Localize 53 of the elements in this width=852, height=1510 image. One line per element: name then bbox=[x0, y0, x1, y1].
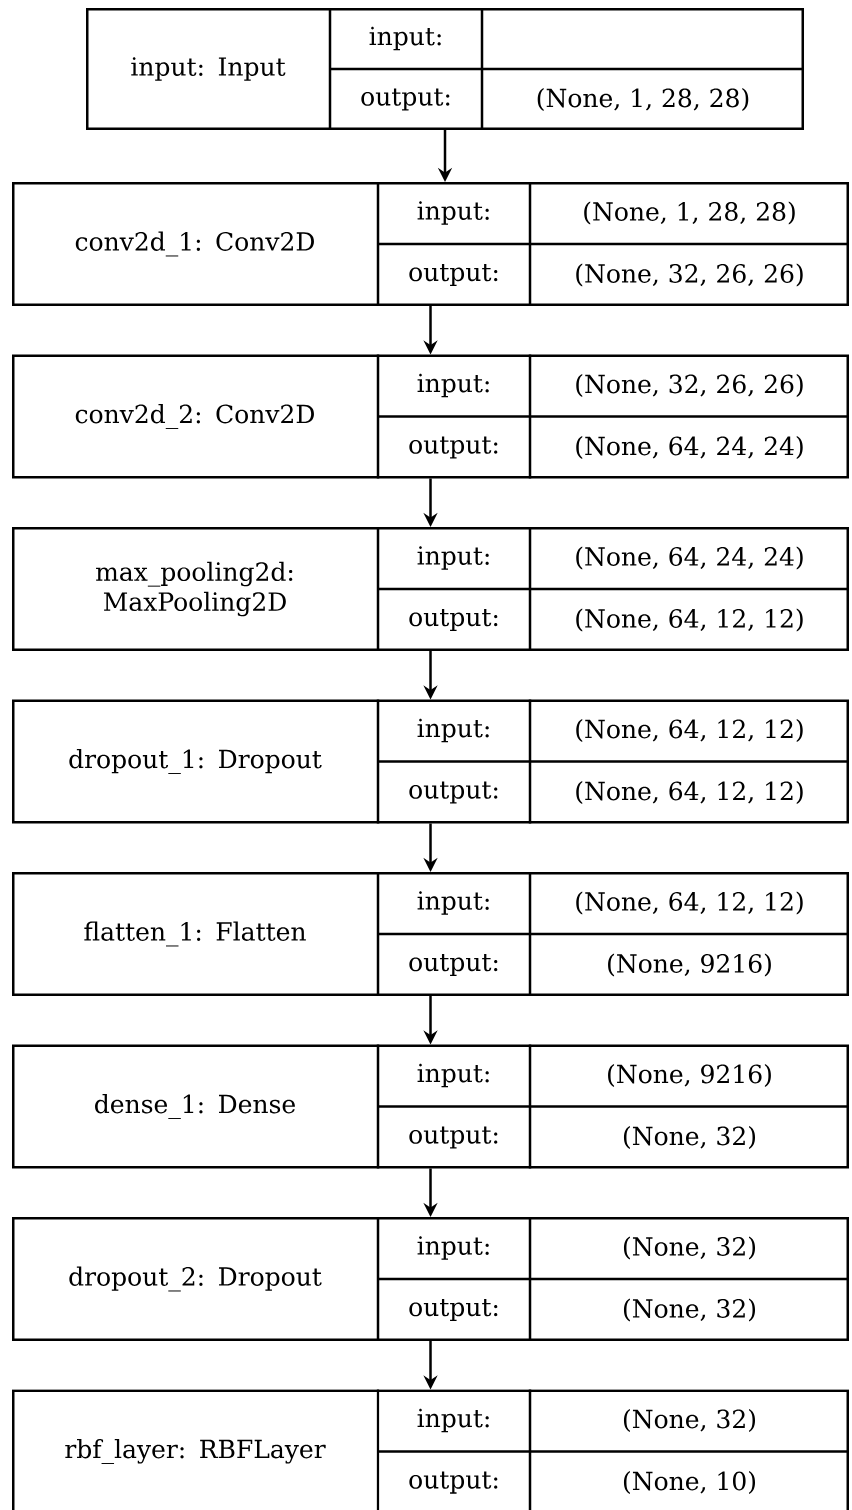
port-label: output: bbox=[409, 608, 498, 632]
layer-table bbox=[12, 1389, 849, 1510]
port-label: input: bbox=[417, 1063, 489, 1088]
shape-value: (None, 32, 26, 26) bbox=[576, 263, 803, 287]
port-label: output: bbox=[409, 1126, 498, 1149]
layer-name: flatten_1: Flatten bbox=[84, 921, 306, 947]
port-label: output: bbox=[409, 953, 498, 977]
port-label: input: bbox=[417, 201, 489, 225]
layer-name: dropout_2: Dropout bbox=[69, 1266, 322, 1292]
port-label: output: bbox=[409, 1471, 498, 1494]
port-label: output: bbox=[409, 436, 498, 459]
shape-value: (None, 32) bbox=[623, 1126, 755, 1149]
shape-value: (None, 64, 24, 24) bbox=[576, 436, 803, 459]
shape-value: (None, 32, 26, 26) bbox=[576, 374, 803, 397]
layer-table bbox=[12, 872, 849, 996]
layer-name: max_pooling2d: MaxPooling2D bbox=[96, 561, 293, 617]
shape-value: (None, 9216) bbox=[608, 953, 771, 977]
shape-value: (None, 64, 12, 12) bbox=[576, 608, 803, 632]
port-label: input: bbox=[417, 1236, 489, 1260]
shape-value: (None, 64, 24, 24) bbox=[576, 546, 803, 570]
layer-table bbox=[12, 527, 849, 651]
layer-table bbox=[12, 182, 849, 306]
shape-value: (None, 10) bbox=[623, 1471, 755, 1494]
layer-table bbox=[12, 699, 849, 824]
layer-name: conv2d_2: Conv2D bbox=[75, 404, 314, 429]
port-label: output: bbox=[409, 781, 498, 804]
port-label: output: bbox=[409, 1298, 498, 1322]
shape-value: (None, 32) bbox=[623, 1298, 755, 1322]
shape-value: (None, 32) bbox=[623, 1236, 755, 1260]
shape-value: (None, 32) bbox=[623, 1409, 755, 1432]
port-label: input: bbox=[417, 546, 489, 570]
layer-name: dropout_1: Dropout bbox=[69, 749, 322, 774]
layer-name: conv2d_1: Conv2D bbox=[75, 231, 314, 257]
shape-value: (None, 64, 12, 12) bbox=[576, 781, 803, 804]
layer-name: dense_1: Dense bbox=[95, 1094, 295, 1119]
layer-table bbox=[12, 1044, 849, 1169]
shape-value: (None, 64, 12, 12) bbox=[576, 719, 803, 742]
layer-table bbox=[12, 354, 849, 479]
port-label: output: bbox=[361, 88, 450, 111]
layer-name: rbf_layer: RBFLayer bbox=[65, 1439, 326, 1464]
layer-table bbox=[86, 8, 804, 130]
shape-value: (None, 1, 28, 28) bbox=[537, 88, 749, 111]
port-label: input: bbox=[417, 1408, 489, 1433]
port-label: input: bbox=[417, 718, 489, 743]
shape-value: (None, 64, 12, 12) bbox=[576, 891, 803, 915]
port-label: input: bbox=[369, 26, 441, 51]
layer-name: input: Input bbox=[131, 57, 286, 81]
port-label: input: bbox=[417, 891, 489, 915]
shape-value: (None, 1, 28, 28) bbox=[584, 201, 795, 225]
layer-table bbox=[12, 1217, 849, 1341]
shape-value: (None, 9216) bbox=[608, 1064, 771, 1087]
port-label: output: bbox=[409, 263, 498, 287]
port-label: input: bbox=[417, 373, 489, 398]
